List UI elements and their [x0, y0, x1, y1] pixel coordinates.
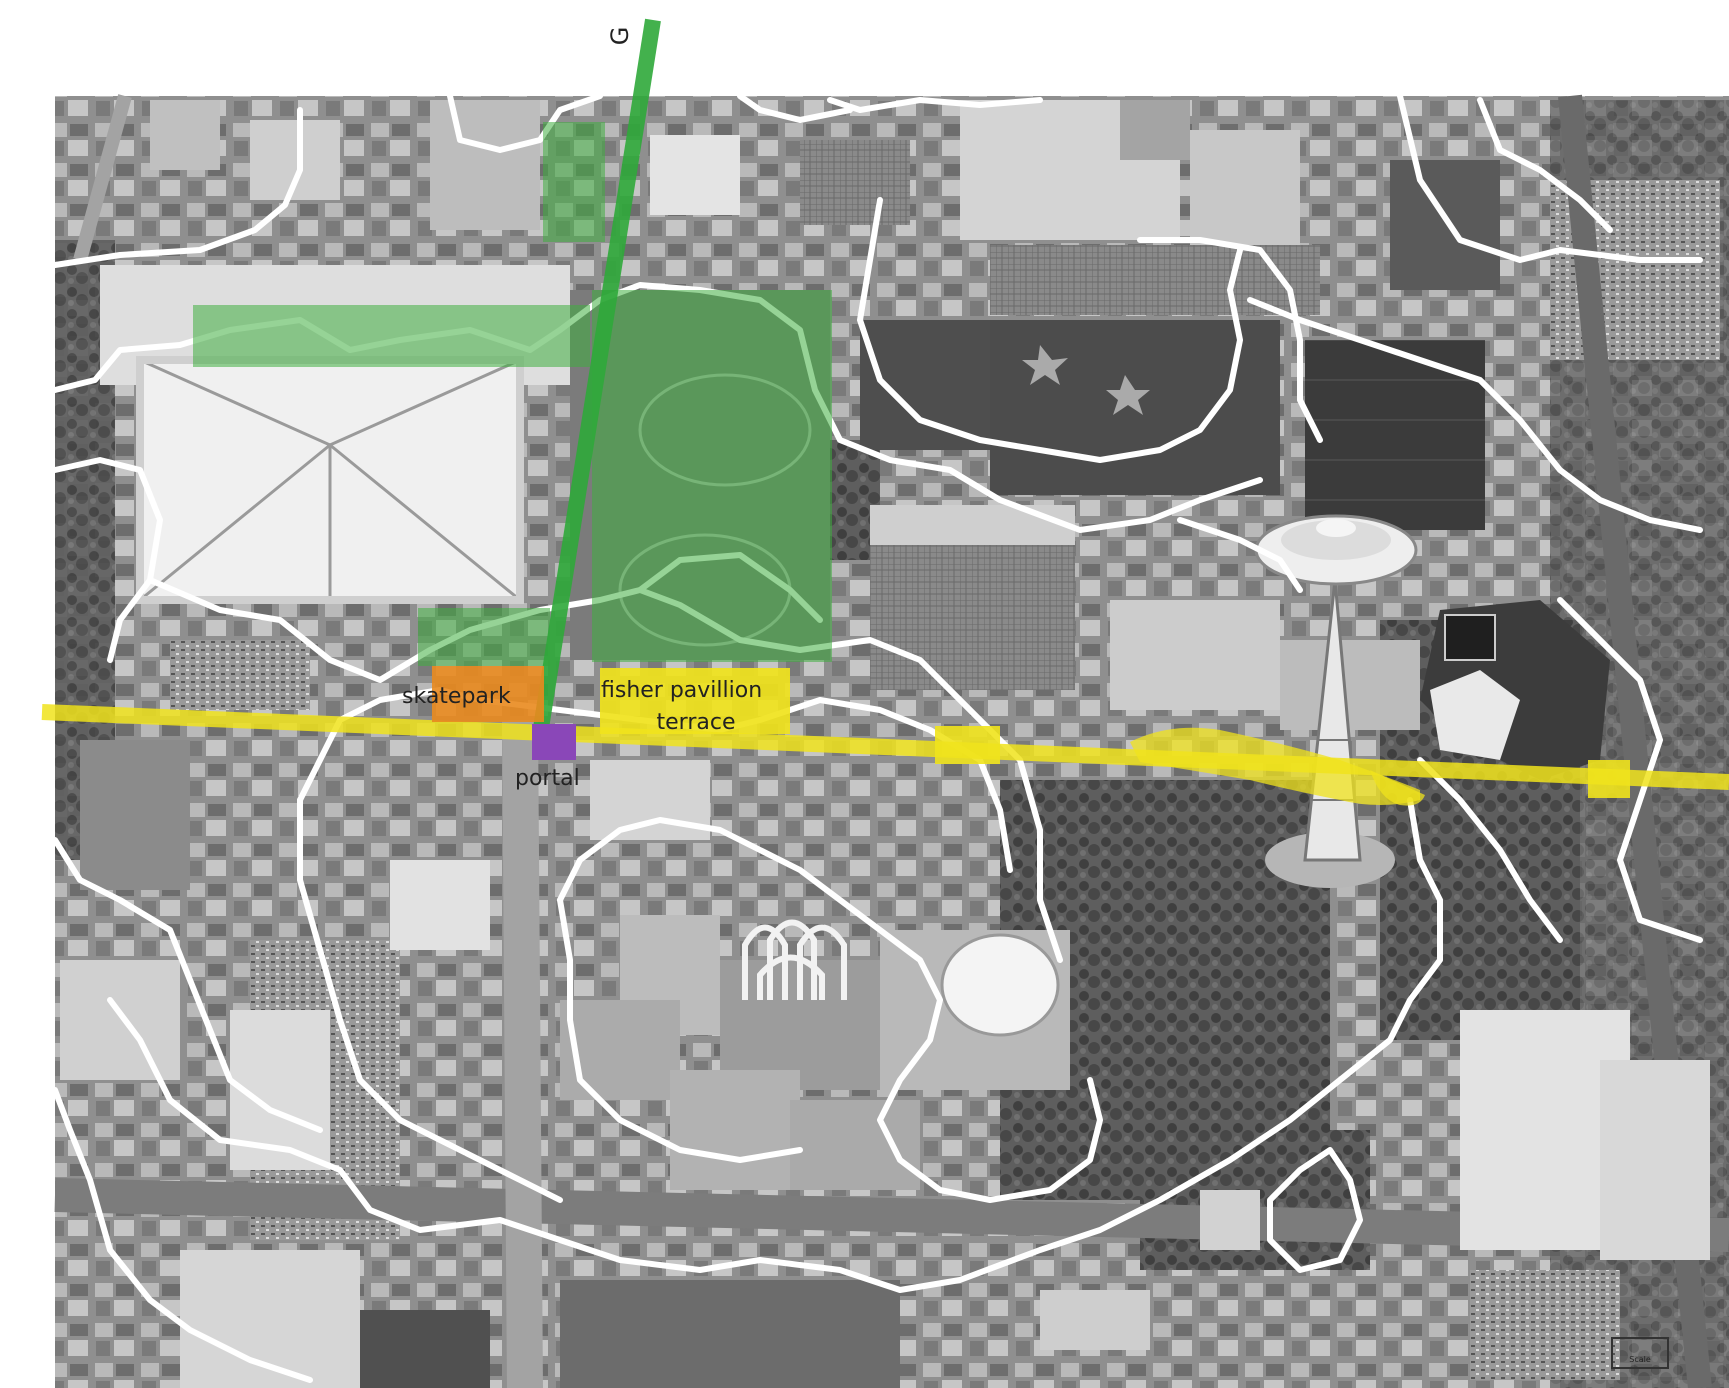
yellow-band — [41, 704, 1729, 790]
label-skatepark: skatepark — [402, 684, 511, 709]
label-fisher-pavillion: fisher pavillion — [601, 678, 762, 703]
green-axis-line — [533, 18, 661, 730]
yellow-blob — [1130, 727, 1420, 805]
yellow-node-2 — [1588, 760, 1630, 798]
portal-marker — [532, 724, 576, 760]
green-space-overlays — [193, 122, 832, 666]
green-zone-central-lawn — [592, 290, 832, 662]
svg-text:Scale: Scale — [1629, 1355, 1651, 1364]
yellow-node-1 — [935, 726, 1000, 764]
scale-box: Scale — [1611, 1337, 1669, 1369]
science-center-arches — [742, 919, 847, 1000]
green-zone-arena-north — [193, 305, 590, 367]
label-fisher-terrace: terrace — [657, 710, 736, 735]
green-zone-north — [543, 122, 605, 242]
green-zone-arena-south — [418, 608, 550, 666]
fisher-pavillion-terrace-zone — [600, 668, 790, 734]
label-portal: portal — [515, 766, 580, 791]
label-axis-top: G — [606, 27, 634, 46]
yellow-corridor — [41, 704, 1729, 806]
skatepark-zone — [432, 666, 544, 722]
